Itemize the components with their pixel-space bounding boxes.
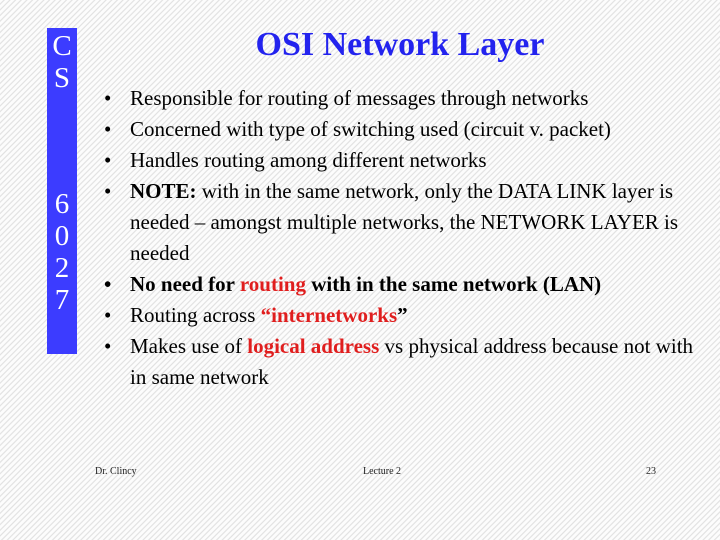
course-code-char: 2: [54, 252, 70, 284]
highlight-term: logical address: [247, 334, 380, 358]
course-code-char: 0: [54, 220, 70, 252]
bullet-text: with in the same network (LAN): [306, 272, 602, 296]
bullet-item: • NOTE: with in the same network, only t…: [100, 176, 700, 269]
highlight-term: routing: [239, 272, 306, 296]
course-code-digits: 6 0 2 7: [47, 188, 77, 316]
bullet-text: Routing across: [130, 303, 261, 327]
course-code-char: 6: [54, 188, 70, 220]
course-code-char: S: [53, 62, 71, 94]
bullet-marker: •: [104, 117, 112, 141]
bullet-text: No need for: [130, 272, 240, 296]
bullet-item: • Routing across “internetworks”: [100, 300, 700, 331]
bullet-text: ”: [397, 303, 408, 327]
course-code-char: C: [52, 30, 72, 62]
footer-author: Dr. Clincy: [95, 466, 137, 477]
highlight-term: “internetworks: [260, 303, 398, 327]
bullet-text: Concerned with type of switching used (c…: [130, 117, 611, 141]
bullet-item: • Handles routing among different networ…: [100, 145, 700, 176]
bullet-marker: •: [104, 272, 112, 296]
note-label: NOTE:: [130, 179, 197, 203]
bullet-item: • Makes use of logical address vs physic…: [100, 331, 700, 393]
bullet-list: • Responsible for routing of messages th…: [100, 83, 700, 393]
bullet-item: • No need for routing with in the same n…: [100, 269, 700, 300]
footer-lecture: Lecture 2: [363, 466, 402, 477]
bullet-marker: •: [104, 148, 112, 172]
footer-page-number: 23: [646, 466, 656, 477]
bullet-marker: •: [104, 86, 112, 110]
slide-title: OSI Network Layer: [255, 26, 545, 63]
bullet-marker: •: [104, 303, 112, 327]
course-code-char: 7: [54, 284, 70, 316]
bullet-text: Responsible for routing of messages thro…: [130, 86, 589, 110]
bullet-text: with in the same network, only the DATA …: [130, 179, 679, 265]
bullet-text: vs physical address because not with in …: [130, 334, 694, 389]
bullet-marker: •: [104, 334, 112, 358]
bullet-text: Handles routing among different networks: [130, 148, 487, 172]
bullet-item: • Responsible for routing of messages th…: [100, 83, 700, 114]
course-code-letters: C S: [47, 30, 77, 94]
sidebar-bar: [47, 28, 77, 354]
bullet-text: Makes use of: [130, 334, 248, 358]
bullet-marker: •: [104, 179, 112, 203]
bullet-item: • Concerned with type of switching used …: [100, 114, 700, 145]
